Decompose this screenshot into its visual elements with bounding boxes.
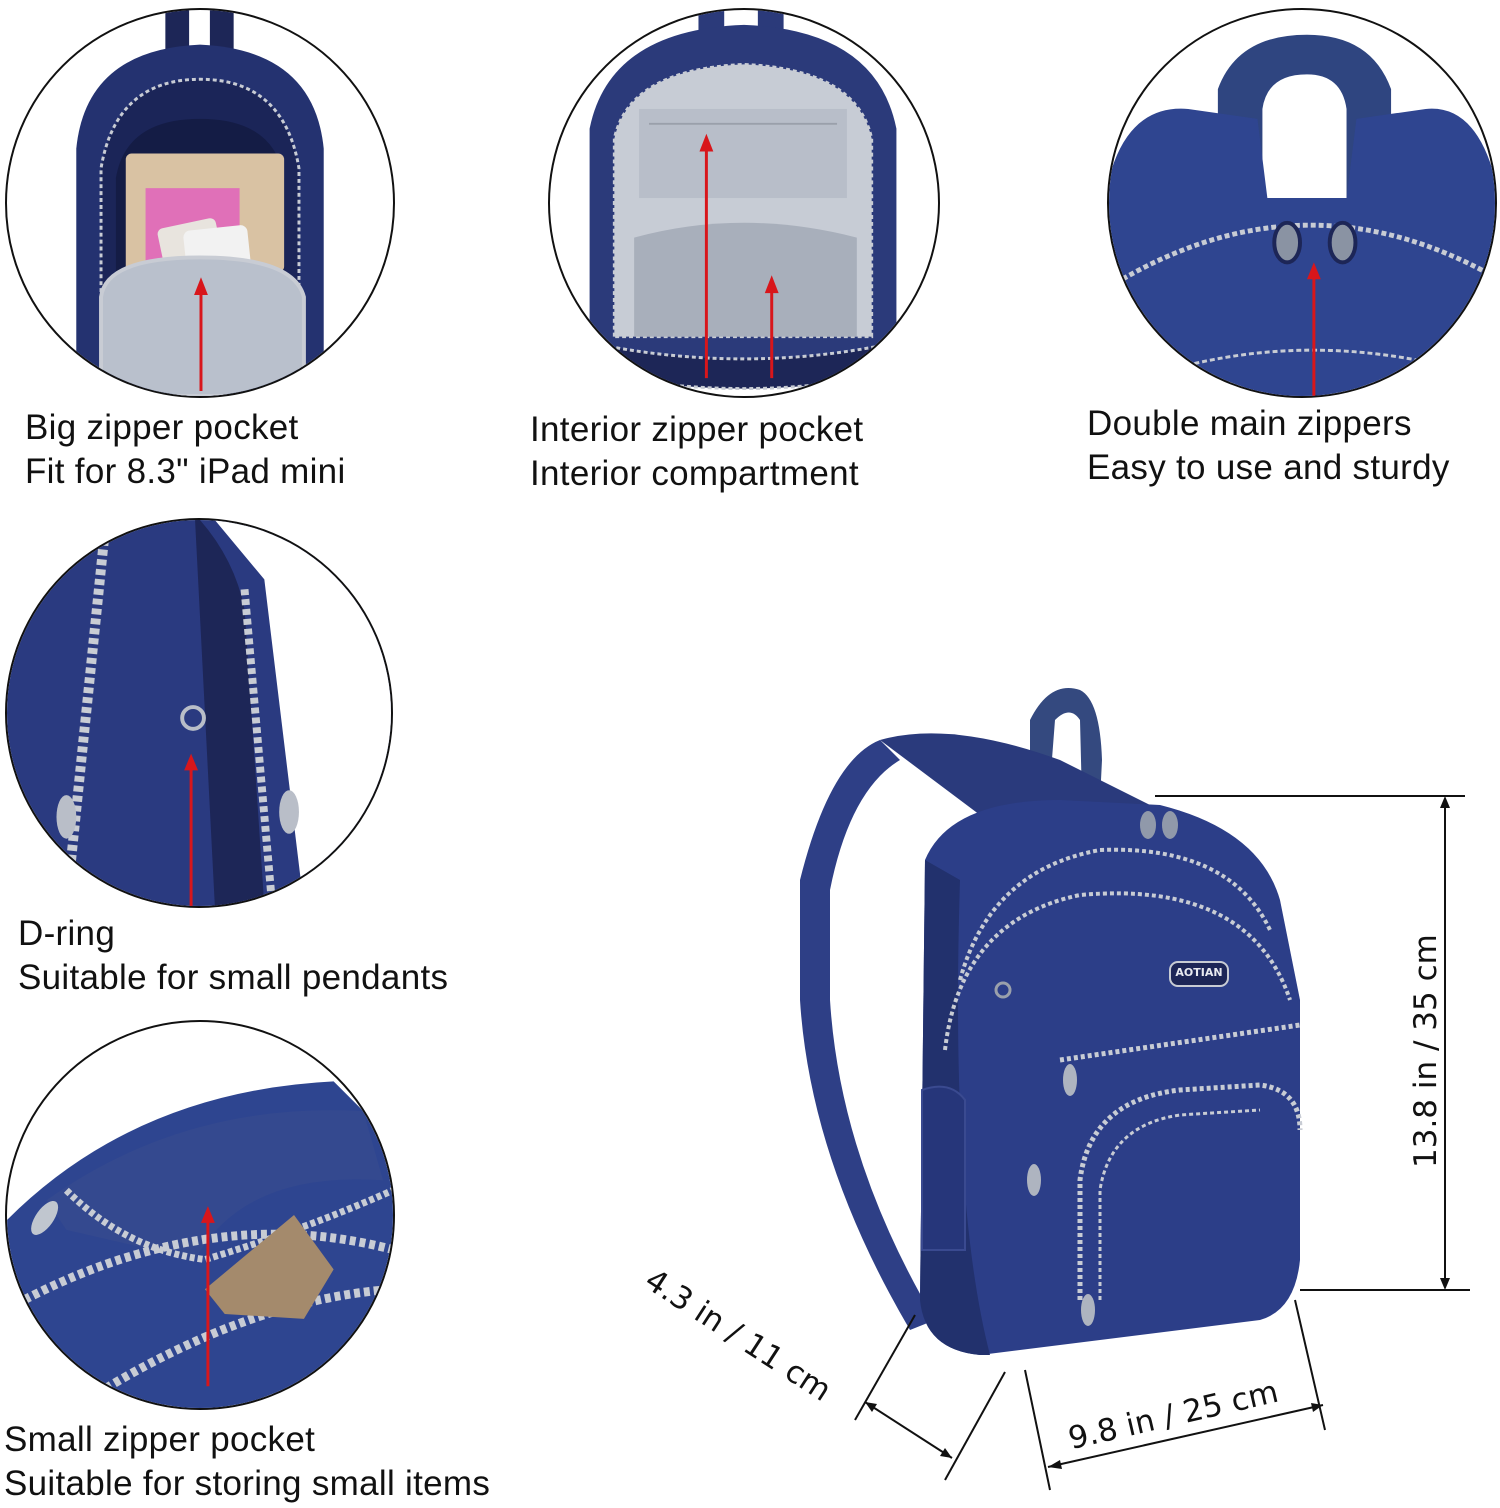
backpack-interior-illustration bbox=[589, 10, 897, 391]
feature-subtitle: Easy to use and sturdy bbox=[1087, 448, 1450, 487]
red-arrowhead-icon bbox=[184, 753, 199, 771]
interior-pocket-photo bbox=[548, 8, 940, 398]
red-arrowhead-icon bbox=[194, 277, 208, 296]
d-ring-icon bbox=[994, 981, 1012, 999]
arrowhead-icon bbox=[1048, 1460, 1062, 1469]
feature-title: Interior zipper pocket bbox=[530, 410, 864, 449]
feature-title: D-ring bbox=[18, 914, 116, 953]
small-zipper-pocket-photo bbox=[5, 1020, 395, 1410]
red-arrowhead-icon bbox=[1306, 262, 1321, 280]
zipper-pull-icon bbox=[1081, 1294, 1095, 1326]
power-bank-icon bbox=[204, 1215, 334, 1319]
feature-title: Double main zippers bbox=[1087, 404, 1412, 443]
feature-subtitle: Fit for 8.3" iPad mini bbox=[25, 452, 346, 491]
dimension-height-label: 13.8 in / 35 cm bbox=[1408, 934, 1444, 1168]
arrowhead-icon bbox=[940, 1448, 952, 1458]
big-zipper-pocket-photo bbox=[5, 8, 395, 398]
red-arrowhead-icon bbox=[200, 1206, 215, 1223]
backpack-side-d-ring-illustration bbox=[7, 520, 391, 906]
dimension-width-label: 9.8 in / 25 cm bbox=[1065, 1373, 1282, 1458]
zipper-pull-icon bbox=[1162, 811, 1178, 839]
feature-caption-d-ring: D-ring Suitable for small pendants bbox=[18, 912, 448, 1000]
dimension-depth-label: 4.3 in / 11 cm bbox=[638, 1262, 838, 1409]
brand-label: AOTIAN bbox=[1175, 966, 1223, 979]
feature-subtitle: Interior compartment bbox=[530, 454, 859, 493]
feature-caption-big-zipper-pocket: Big zipper pocket Fit for 8.3" iPad mini bbox=[25, 406, 346, 494]
feature-title: Small zipper pocket bbox=[4, 1420, 316, 1459]
feature-caption-interior-pocket: Interior zipper pocket Interior compartm… bbox=[530, 408, 863, 496]
backpack-top-zippers-illustration bbox=[1109, 34, 1495, 396]
arrowhead-icon bbox=[1440, 1278, 1450, 1290]
zipper-pull-icon bbox=[1272, 220, 1302, 265]
d-ring-photo bbox=[5, 518, 393, 908]
zipper-pull-icon bbox=[1327, 220, 1358, 265]
arrowhead-icon bbox=[1440, 796, 1450, 808]
double-zippers-photo bbox=[1107, 8, 1497, 398]
arrowhead-icon bbox=[1311, 1403, 1323, 1412]
d-ring-icon bbox=[180, 705, 206, 731]
zipper-pull-icon bbox=[1063, 1064, 1077, 1096]
backpack-small-pocket-illustration bbox=[7, 1081, 393, 1408]
zipper-pull-icon bbox=[1140, 811, 1156, 839]
feature-caption-double-zippers: Double main zippers Easy to use and stur… bbox=[1087, 402, 1450, 490]
red-arrowhead-icon bbox=[764, 275, 779, 294]
feature-subtitle: Suitable for small pendants bbox=[18, 958, 449, 997]
zipper-pull-icon bbox=[1027, 1164, 1041, 1196]
main-zipper-line bbox=[958, 847, 1272, 981]
red-arrowhead-icon bbox=[699, 133, 714, 152]
feature-caption-small-zipper-pocket: Small zipper pocket Suitable for storing… bbox=[4, 1418, 490, 1506]
arrowhead-icon bbox=[865, 1402, 877, 1412]
backpack-front-open-illustration bbox=[76, 10, 324, 396]
feature-subtitle: Suitable for storing small items bbox=[4, 1464, 491, 1503]
feature-title: Big zipper pocket bbox=[25, 408, 299, 447]
